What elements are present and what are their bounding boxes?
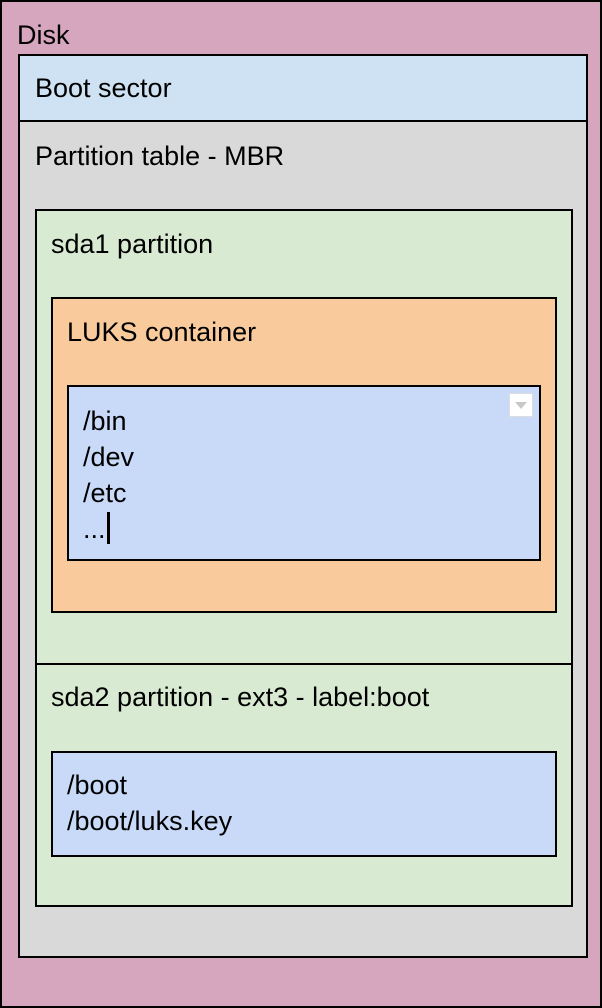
file-entry-more: ... [83,511,134,547]
boot-filesystem-textbox[interactable]: /boot /boot/luks.key [51,751,557,857]
luks-container-label: LUKS container [67,317,257,347]
partition-table-box: Partition table - MBR sda1 partition LUK… [18,120,588,958]
sda1-partition-box: sda1 partition LUKS container /bin /dev … [35,209,573,665]
disk-label: Disk [17,20,70,50]
luks-container-box: LUKS container /bin /dev /etc ... [51,297,557,613]
file-entry-boot: /boot [67,770,128,800]
root-file-list: /bin /dev /etc ... [83,403,134,547]
file-entry-bin: /bin [83,406,127,436]
root-filesystem-textbox[interactable]: /bin /dev /etc ... [67,385,541,561]
boot-sector-label: Boot sector [35,73,172,103]
file-entry-dev: /dev [83,442,135,472]
text-cursor [106,512,110,544]
file-entry-luks-key: /boot/luks.key [67,806,233,836]
chevron-down-icon[interactable] [509,393,533,417]
sda1-partition-label: sda1 partition [51,229,214,259]
partition-table-label: Partition table - MBR [35,141,285,171]
file-entry-more-text: ... [83,514,106,544]
sda2-partition-box: sda2 partition - ext3 - label:boot /boot… [35,663,573,907]
boot-sector-box: Boot sector [18,54,588,122]
sda2-partition-label: sda2 partition - ext3 - label:boot [51,682,430,712]
boot-file-list: /boot /boot/luks.key [67,767,232,839]
file-entry-etc: /etc [83,478,127,508]
